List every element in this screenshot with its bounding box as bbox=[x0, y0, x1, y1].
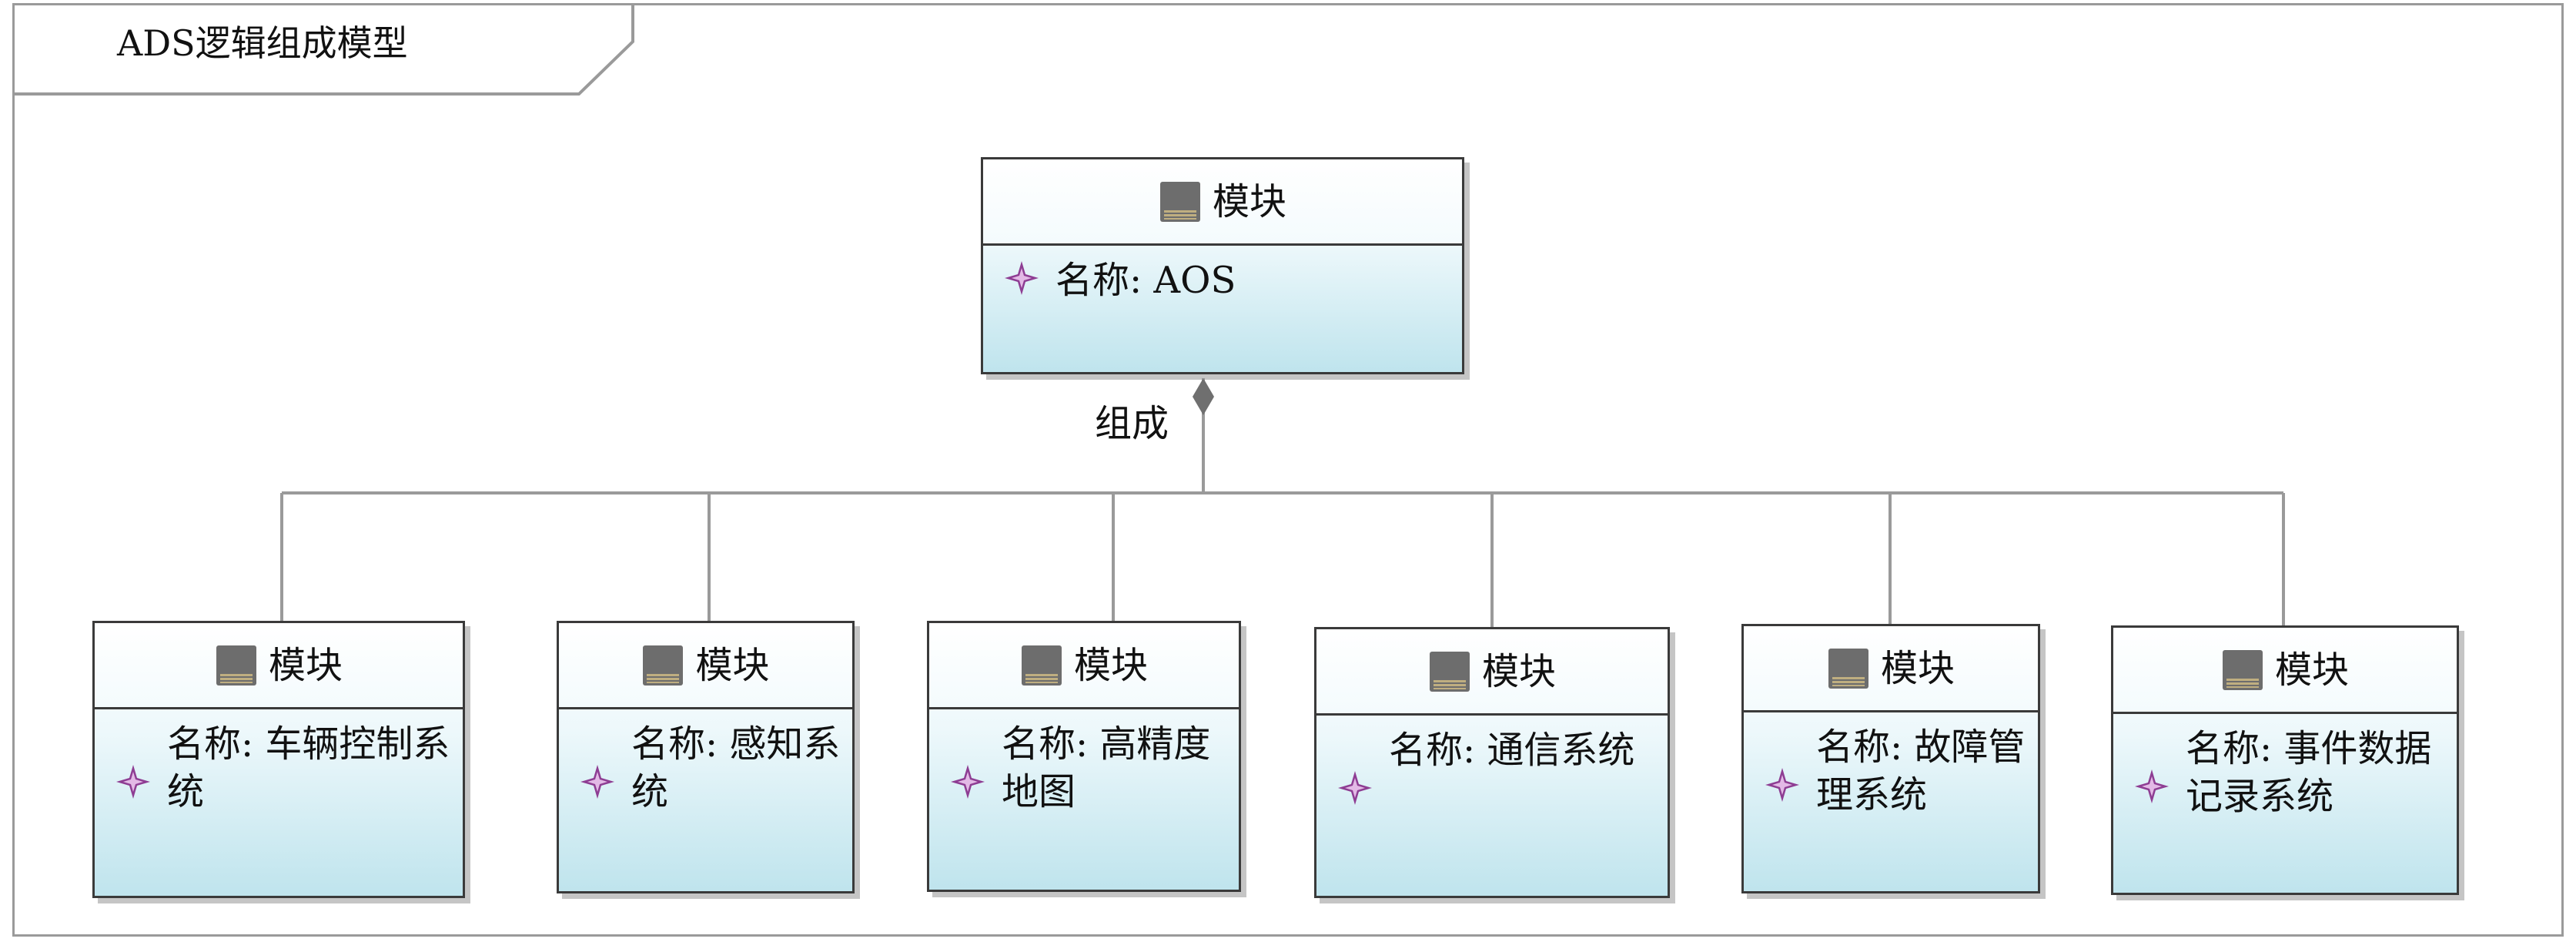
block-stereotype: 模块 bbox=[695, 643, 770, 687]
block-attributes: 名称: 车辆控制系统 bbox=[95, 709, 463, 896]
block-child-6[interactable]: 模块 名称: 事件数据记录系统 bbox=[2111, 625, 2459, 895]
block-header: 模块 bbox=[1744, 626, 2038, 712]
block-child-1[interactable]: 模块 名称: 车辆控制系统 bbox=[92, 621, 465, 898]
block-attributes: 名称: AOS bbox=[983, 246, 1462, 372]
block-icon bbox=[1827, 647, 1870, 690]
block-icon bbox=[641, 644, 684, 687]
block-header: 模块 bbox=[559, 623, 852, 709]
block-header: 模块 bbox=[2113, 628, 2457, 714]
block-attributes: 名称: 高精度地图 bbox=[929, 709, 1239, 890]
block-attributes: 名称: 感知系统 bbox=[559, 709, 852, 891]
block-child-2[interactable]: 模块 名称: 感知系统 bbox=[557, 621, 855, 893]
block-root[interactable]: 模块 名称: AOS bbox=[981, 157, 1464, 374]
block-icon bbox=[2221, 649, 2264, 692]
block-attributes: 名称: 事件数据记录系统 bbox=[2113, 714, 2457, 893]
block-stereotype: 模块 bbox=[1073, 643, 1148, 687]
composition-label: 组成 bbox=[1095, 402, 1169, 445]
property-icon bbox=[1003, 260, 1040, 297]
block-child-3[interactable]: 模块 名称: 高精度地图 bbox=[927, 621, 1241, 892]
block-icon bbox=[215, 644, 258, 687]
block-icon bbox=[1020, 644, 1063, 687]
property-icon bbox=[579, 763, 616, 800]
block-stereotype: 模块 bbox=[268, 643, 343, 687]
block-child-5[interactable]: 模块 名称: 故障管理系统 bbox=[1741, 624, 2040, 893]
property-icon bbox=[2133, 768, 2170, 805]
property-icon bbox=[115, 763, 152, 800]
block-attribute-name: 名称: AOS bbox=[1055, 259, 1236, 302]
block-stereotype: 模块 bbox=[1212, 179, 1286, 223]
block-attribute-name: 名称: 通信系统 bbox=[1389, 729, 1635, 772]
frame-title-tab bbox=[12, 3, 634, 96]
block-child-4[interactable]: 模块 名称: 通信系统 bbox=[1314, 627, 1670, 898]
block-attribute-name: 名称: 故障管理系统 bbox=[1816, 726, 2026, 816]
property-icon bbox=[1337, 769, 1373, 806]
block-header: 模块 bbox=[983, 159, 1462, 246]
block-attributes: 名称: 通信系统 bbox=[1316, 716, 1668, 896]
block-icon bbox=[1159, 180, 1202, 223]
block-attribute-name: 名称: 车辆控制系统 bbox=[167, 722, 450, 813]
block-attribute-name: 名称: 感知系统 bbox=[631, 722, 841, 813]
property-icon bbox=[949, 763, 986, 800]
block-attribute-name: 名称: 事件数据记录系统 bbox=[2186, 727, 2432, 818]
block-header: 模块 bbox=[929, 623, 1239, 709]
property-icon bbox=[1764, 766, 1801, 803]
block-attributes: 名称: 故障管理系统 bbox=[1744, 712, 2038, 891]
composition-diamond bbox=[1193, 378, 1214, 415]
block-icon bbox=[1428, 650, 1471, 693]
block-stereotype: 模块 bbox=[1481, 649, 1556, 693]
block-stereotype: 模块 bbox=[1880, 646, 1955, 690]
block-stereotype: 模块 bbox=[2274, 648, 2349, 692]
block-header: 模块 bbox=[95, 623, 463, 709]
frame-title: ADS逻辑组成模型 bbox=[117, 22, 408, 64]
diagram-frame bbox=[12, 3, 2564, 937]
block-header: 模块 bbox=[1316, 629, 1668, 716]
block-attribute-name: 名称: 高精度地图 bbox=[1002, 722, 1211, 813]
